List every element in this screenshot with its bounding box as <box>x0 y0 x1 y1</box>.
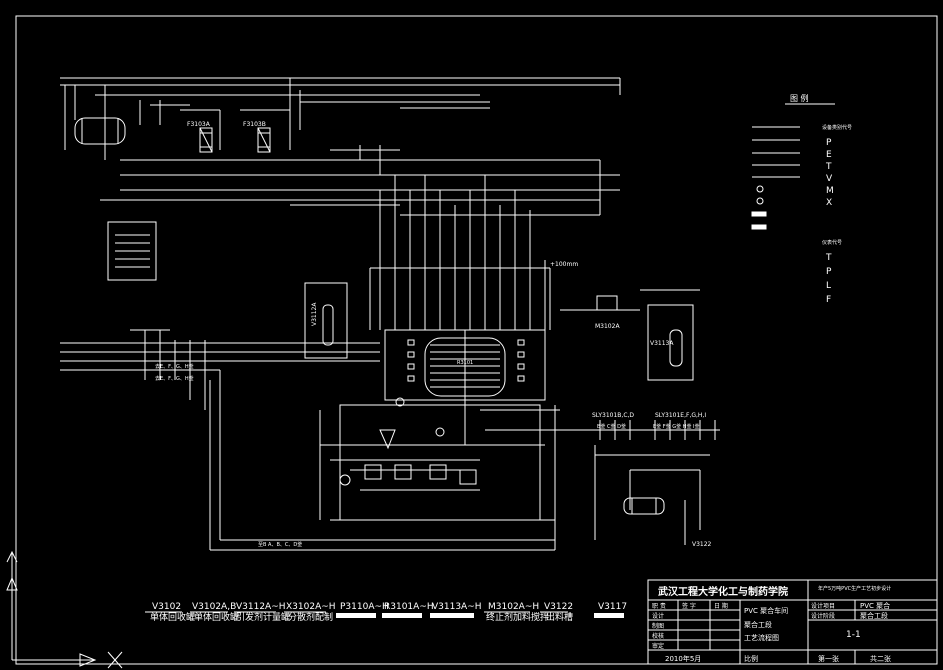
inst-code-f: F <box>826 295 831 305</box>
tb-row-4: 审定 <box>652 642 664 650</box>
eq-name-9: 出料槽 <box>546 611 573 623</box>
legend-instrument-title: 仪表代号 <box>822 239 842 246</box>
tb-row-3: 校核 <box>652 632 664 640</box>
elevation-label: +100mm <box>550 261 578 268</box>
left-label-2: 去E、F、G、H釜 <box>155 375 194 382</box>
left-label-1: 去E、F、G、H釜 <box>155 363 194 370</box>
tb-col-sign: 签 字 <box>682 602 696 610</box>
eq-tag-6: R3101A~H <box>384 602 434 612</box>
equipment-list: V3102 单体回收罐 V3102A,B 单体回收罐 V3112A~H 引发剂计… <box>145 602 627 623</box>
tb-title-1: PVC 聚合车间 <box>744 606 788 615</box>
tb-col-duty: 职 责 <box>652 602 666 610</box>
tb-row-2: 制图 <box>652 622 664 630</box>
reactor-r3101 <box>384 329 546 405</box>
eq-name-3: 引发剂计量罐 <box>236 611 290 623</box>
tag-v3113a: V3113A <box>650 340 674 347</box>
sly-branches <box>590 420 720 545</box>
top-piping <box>60 77 621 191</box>
legend-equipment-title: 设备类别代号 <box>822 124 852 131</box>
eq-code-t: T <box>825 162 832 172</box>
eq-code-v: V <box>826 174 833 184</box>
tank-v3122 <box>623 497 665 515</box>
eq-tag-3: V3112A~H <box>236 602 286 612</box>
legend-equipment-codes: P E T V M X <box>825 138 834 208</box>
tb-col-date: 日 期 <box>714 602 728 610</box>
eq-code-e: E <box>826 150 832 160</box>
eq-tag-5: P3110A~H <box>340 602 389 612</box>
eq-tag-2: V3102A,B <box>192 602 236 612</box>
tb-design-stage-value: 聚合工段 <box>860 611 888 620</box>
sly-left-sub: B釜 C釜 D釜 <box>597 423 626 430</box>
eq-code-x: X <box>826 198 832 208</box>
eq-name-2: 单体回收罐 <box>194 611 239 623</box>
tb-total: 共二张 <box>870 654 891 663</box>
eq-code-m: M <box>826 186 834 196</box>
legend-title: 图 例 <box>790 93 809 103</box>
eq-tag-9: V3122 <box>544 602 573 612</box>
vertical-feed-lines <box>100 160 601 330</box>
tag-v3112a: V3112A <box>311 302 318 326</box>
eq-tag-7: V3113A~H <box>432 602 482 612</box>
tag-m3102a: M3102A <box>595 323 620 330</box>
tag-r3101: R3101 <box>457 360 473 366</box>
eq-name-1: 单体回收罐 <box>150 611 195 623</box>
inst-code-p: P <box>826 267 832 277</box>
eq-name-4: 分散剂配制 <box>288 611 333 623</box>
tb-drawing-number: 1-1 <box>846 630 861 640</box>
tb-date: 2010年5月 <box>665 654 701 663</box>
ucs-icon <box>6 550 123 669</box>
exchanger-f3103b <box>257 127 271 153</box>
eq-tag-1: V3102 <box>152 602 181 612</box>
tb-design-stage-label: 设计阶段 <box>811 612 835 620</box>
tb-design-item-value: PVC 聚合 <box>860 601 890 610</box>
eq-tag-8: M3102A~H <box>488 602 539 612</box>
condenser-drum <box>74 117 126 145</box>
tag-f3103b: F3103B <box>243 121 266 128</box>
tag-sly-right: SLY3101E,F,G,H,I <box>655 412 706 419</box>
legend-symbols <box>751 126 800 230</box>
legend-instrument-codes: T P L F <box>825 253 832 305</box>
inst-code-l: L <box>826 281 831 291</box>
vessel-v3113a-frame <box>647 304 694 381</box>
drawing-frame <box>15 15 938 665</box>
sly-right-sub: E釜 F釜 G釜 H釜 I釜 <box>653 423 700 430</box>
controller-box <box>107 221 157 281</box>
lower-equipment <box>339 397 477 486</box>
vessel-v3113a <box>669 329 683 367</box>
mixer-m3102a <box>596 295 618 311</box>
tag-sly-left: SLY3101B,C,D <box>592 412 634 419</box>
vessel-v3112a-frame <box>304 282 348 359</box>
tag-v3122: V3122 <box>692 541 712 548</box>
reactor-instruments <box>407 339 525 382</box>
tb-design-item-label: 设计项目 <box>811 602 835 610</box>
tb-scale: 比例 <box>744 654 758 663</box>
eq-tag-10: V3117 <box>598 602 627 612</box>
vessel-v3112a <box>322 304 334 346</box>
tb-row-1: 设计 <box>652 612 664 620</box>
tb-university: 武汉工程大学化工与制药学院 <box>658 585 788 598</box>
tb-sheet: 第一张 <box>818 654 839 663</box>
exchanger-f3103a <box>199 127 213 153</box>
tb-project-header: 年产5万吨PVC生产工艺初步设计 <box>818 585 891 592</box>
tb-title-2: 聚合工段 <box>744 620 772 629</box>
controller-box-lines <box>115 234 150 268</box>
title-block <box>647 579 938 665</box>
inst-code-t: T <box>825 253 832 263</box>
tag-f3103a: F3103A <box>187 121 211 128</box>
left-header-lines <box>60 329 555 551</box>
eq-code-p: P <box>826 138 832 148</box>
eq-tag-4: X3102A~H <box>286 602 336 612</box>
eq-name-8: 终止剂加料搅拌 <box>486 611 549 623</box>
tb-title-3: 工艺流程图 <box>744 633 779 642</box>
bottom-line-label: 至B A、B、C、D釜 <box>258 541 302 548</box>
lower-loop <box>319 404 590 550</box>
